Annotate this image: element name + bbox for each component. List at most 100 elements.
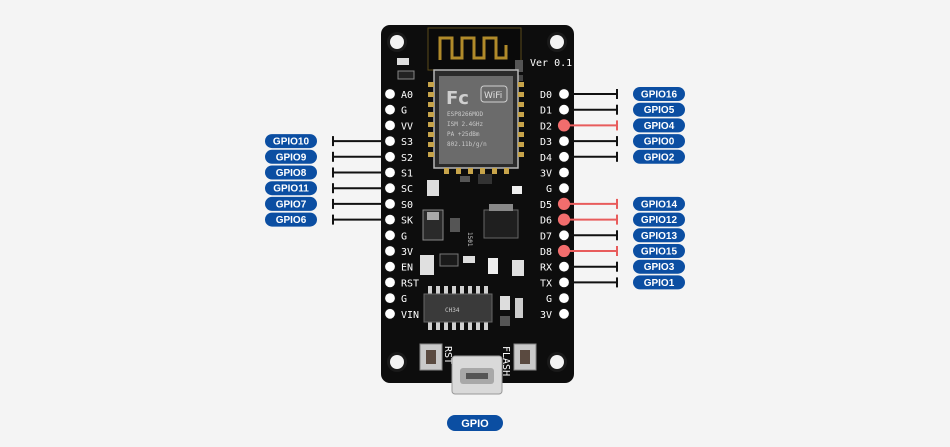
left-pin-pad [383, 229, 397, 242]
left-pin-label: G [401, 294, 407, 305]
left-pin-label: 3V [401, 247, 413, 258]
left-gpio-badge [265, 181, 317, 196]
right-gpio-label: GPIO15 [641, 247, 678, 258]
left-gpio-label: GPIO10 [273, 137, 310, 148]
regulator-text: 1501 [466, 232, 473, 247]
right-pin-label: G [546, 184, 552, 195]
right-gpio-badge [633, 118, 685, 133]
right-pin-pad [557, 119, 571, 132]
right-gpio-label: GPIO1 [644, 278, 675, 289]
left-pin-pad [383, 276, 397, 289]
left-pin-label: G [401, 106, 407, 117]
gpio-badges: GPIO10GPIO9GPIO8GPIO11GPIO7GPIO6GPIO16GP… [265, 87, 685, 290]
left-pin-label: EN [401, 263, 413, 274]
rst-button-label: RST [442, 346, 453, 364]
right-pin-pad [557, 197, 571, 210]
left-pin-pad [383, 260, 397, 273]
left-gpio-badge [265, 212, 317, 227]
right-gpio-badge [633, 102, 685, 117]
rst-button[interactable] [419, 343, 443, 371]
left-pin-label: RST [401, 278, 419, 289]
module-line1: ISM 2.4GHz [447, 121, 484, 128]
right-gpio-badge [633, 212, 685, 227]
right-pin-pad [557, 182, 571, 195]
right-gpio-badge [633, 228, 685, 243]
right-pin-label: G [546, 294, 552, 305]
wifi-logo: WiFi [484, 91, 502, 101]
gpio-legend: GPIO [447, 415, 503, 431]
left-gpio-label: GPIO6 [276, 215, 307, 226]
left-pin-label: SK [401, 216, 413, 227]
right-gpio-label: GPIO2 [644, 152, 675, 163]
left-pin-label: S2 [401, 153, 413, 164]
left-pin-pad [383, 150, 397, 163]
left-pin-pad [383, 119, 397, 132]
right-pin-label: TX [540, 278, 552, 289]
chip-text: CH34 [445, 307, 460, 314]
right-pin-label: D7 [540, 231, 552, 242]
right-pin-pad [557, 307, 571, 320]
right-pin-pad [557, 135, 571, 148]
right-gpio-badge [633, 259, 685, 274]
right-gpio-badge [633, 149, 685, 164]
left-pin-label: SC [401, 184, 413, 195]
left-pin-pad [383, 103, 397, 116]
right-gpio-label: GPIO3 [644, 262, 675, 273]
right-gpio-label: GPIO12 [641, 215, 678, 226]
micro-usb-port [451, 355, 503, 395]
left-pin-pad [383, 244, 397, 258]
right-gpio-badge [633, 87, 685, 101]
right-pin-pad [557, 166, 571, 179]
left-pin-pad [383, 182, 397, 195]
right-pin-label: D4 [540, 153, 552, 164]
left-pin-pad [383, 292, 397, 305]
right-pin-pad [557, 260, 571, 273]
left-pin-label: S1 [401, 169, 413, 180]
flash-button[interactable] [513, 343, 537, 371]
left-pin-pad [383, 197, 397, 210]
right-gpio-badge [633, 196, 685, 211]
left-pin-label: S0 [401, 200, 413, 211]
right-pin-pad [557, 276, 571, 289]
version-label: Ver 0.1 [530, 58, 572, 69]
right-pin-label: D5 [540, 200, 552, 211]
right-pin-label: D0 [540, 90, 552, 101]
right-gpio-label: GPIO0 [644, 137, 675, 148]
right-gpio-label: GPIO14 [641, 199, 678, 210]
right-pin-pad [557, 229, 571, 242]
gpio-connector-lines [332, 89, 618, 288]
right-pin-label: D2 [540, 121, 552, 132]
right-gpio-badge [633, 275, 685, 290]
module-line2: PA +25dBm [447, 131, 480, 138]
left-pin-pad [383, 87, 397, 101]
right-gpio-label: GPIO4 [644, 121, 675, 132]
left-gpio-badge [265, 196, 317, 211]
left-pin-label: VV [401, 121, 413, 132]
left-pin-pad [383, 213, 397, 226]
left-gpio-label: GPIO8 [276, 168, 307, 179]
right-pin-pad [557, 87, 571, 101]
right-gpio-badge [633, 244, 685, 258]
right-pin-label: RX [540, 263, 552, 274]
left-gpio-label: GPIO11 [273, 184, 309, 195]
left-pin-pad [383, 307, 397, 320]
left-gpio-label: GPIO9 [276, 152, 307, 163]
right-gpio-label: GPIO16 [641, 90, 678, 101]
left-pin-label: VIN [401, 310, 419, 321]
nodemcu-board: Ver 0.1 Fc WiFi ESP8266MOD ISM 2.4GHz PA… [381, 25, 574, 395]
module-model: ESP8266MOD [447, 111, 484, 118]
right-pin-pad [557, 150, 571, 163]
left-gpio-label: GPIO7 [276, 199, 307, 210]
right-pin-label: 3V [540, 310, 552, 321]
right-pin-pad [557, 103, 571, 116]
esp8266-module: Fc WiFi ESP8266MOD ISM 2.4GHz PA +25dBm … [428, 69, 524, 174]
left-pin-label: A0 [401, 90, 413, 101]
usb-serial-chip: CH34 [423, 286, 493, 330]
right-gpio-label: GPIO5 [644, 105, 675, 116]
right-gpio-badge [633, 134, 685, 149]
left-pin-pad [383, 135, 397, 148]
left-pin-pad [383, 166, 397, 179]
right-pin-label: D1 [540, 106, 552, 117]
left-gpio-badge [265, 134, 317, 149]
